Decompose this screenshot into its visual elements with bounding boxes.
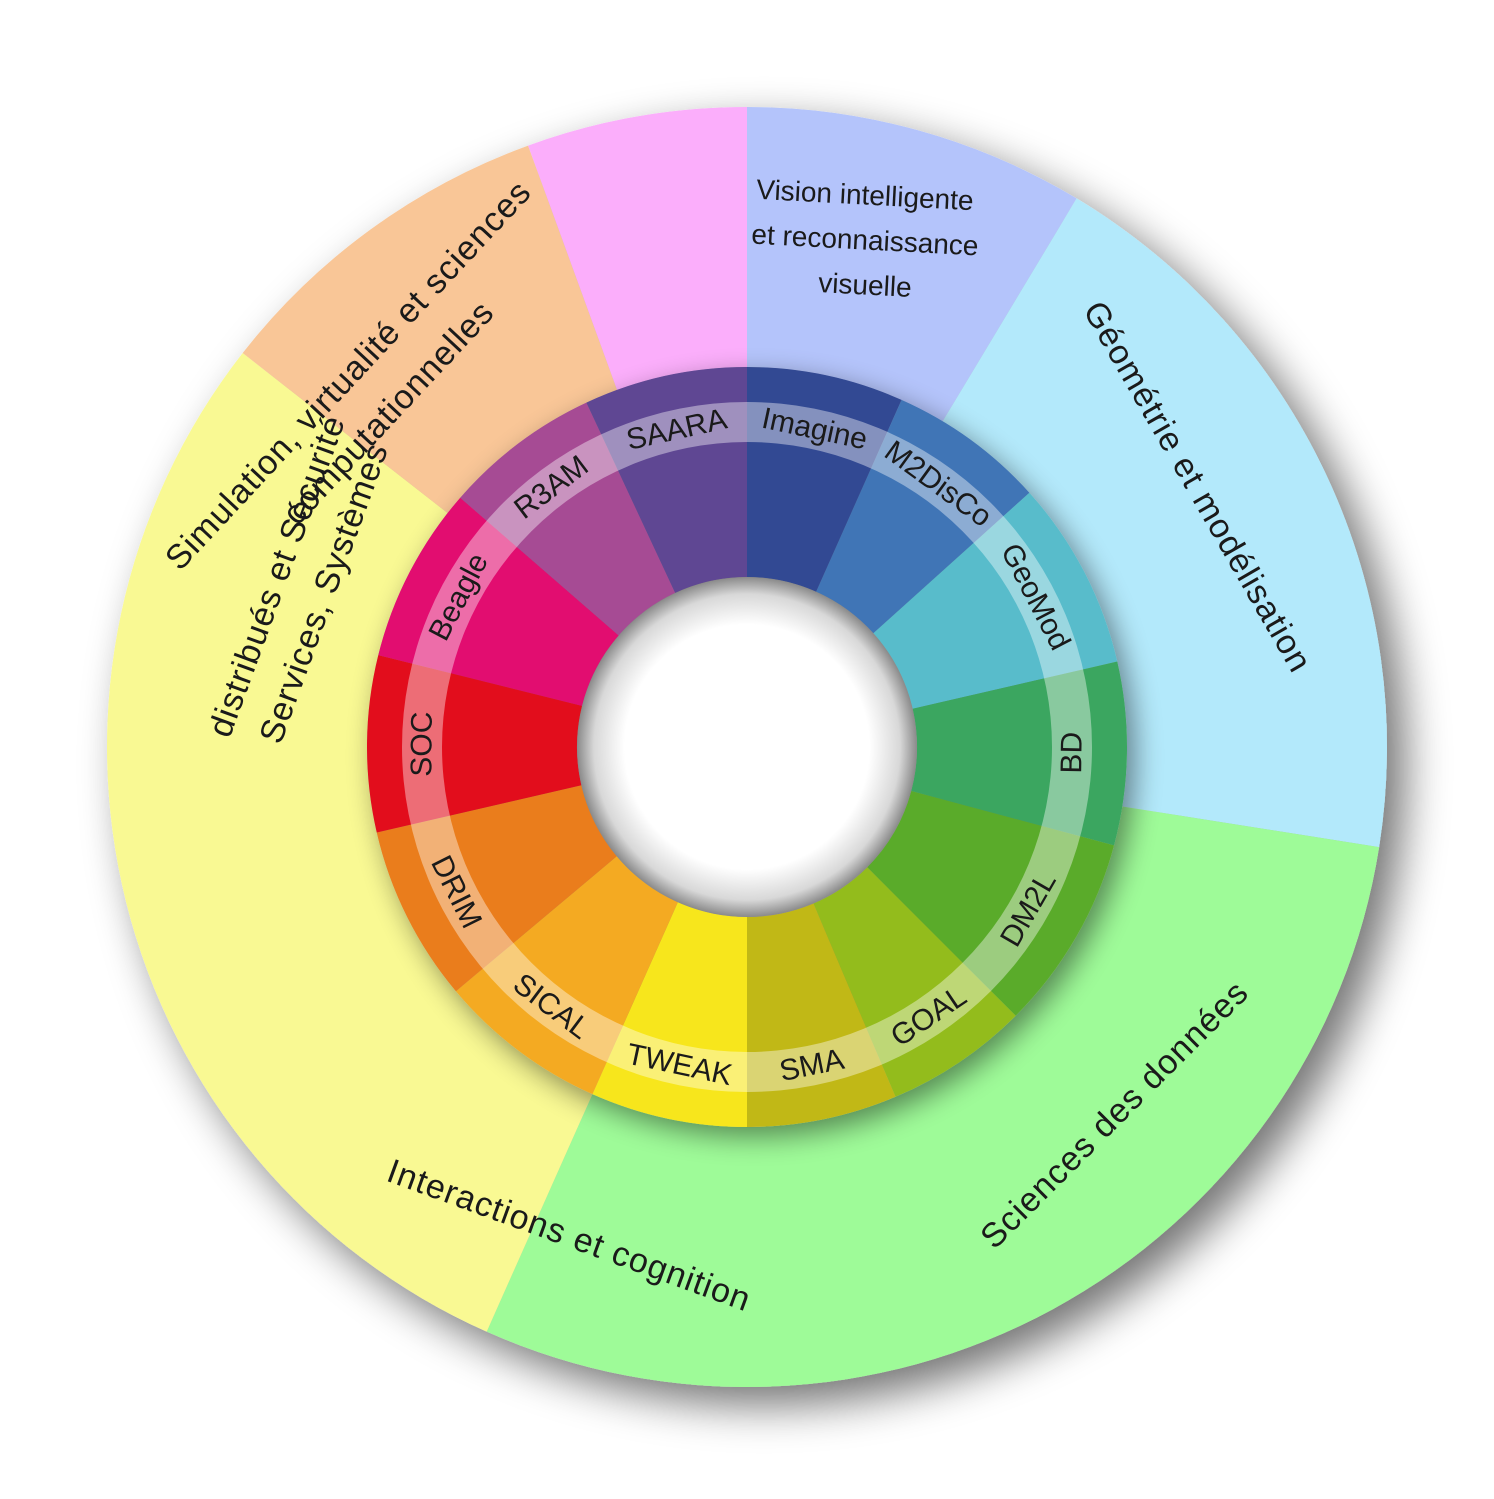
team-sector-sical (455, 856, 678, 1095)
team-sector-beagle (378, 497, 619, 706)
team-sector-imagine (747, 367, 902, 592)
team-sector-soc (367, 655, 583, 833)
team-sector-goal (813, 867, 1016, 1097)
team-label-bd: BD (1055, 732, 1089, 774)
team-sector-r3am (460, 402, 676, 636)
team-label-soc: SOC (405, 712, 439, 777)
team-sector-sma (747, 903, 896, 1127)
team-sector-geomod (873, 492, 1118, 709)
team-sector-drim (376, 785, 617, 992)
center-hole (577, 577, 917, 917)
team-sector-m2disco (816, 399, 1030, 634)
team-sector-saara (586, 367, 747, 593)
theme-label-vision-line-3: visuelle (818, 267, 913, 303)
team-sector-tweak (592, 902, 747, 1127)
team-sector-bd (911, 661, 1127, 846)
team-sector-dm2l (867, 790, 1115, 1016)
